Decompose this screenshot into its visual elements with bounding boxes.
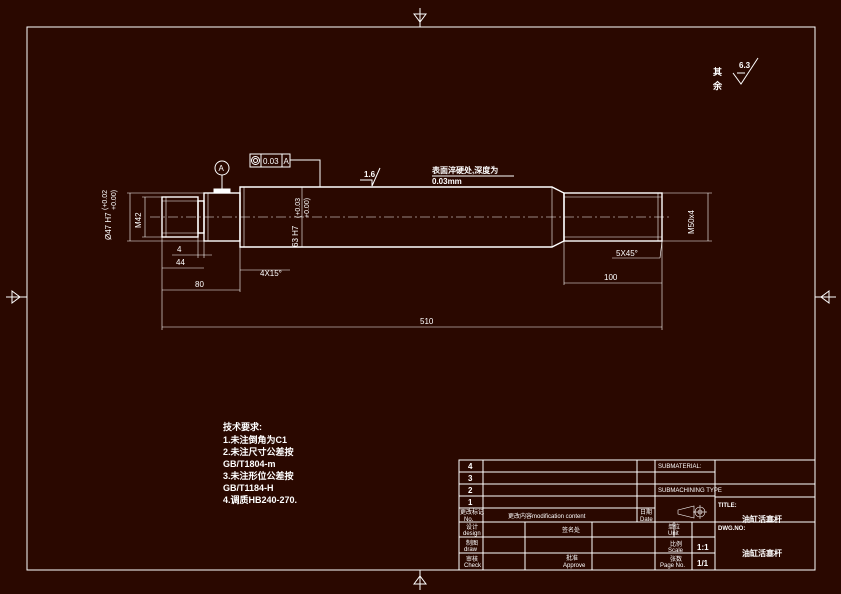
rev-label-en: No.: [464, 517, 474, 523]
rev-number: 1: [468, 498, 473, 507]
tech-req-item: GB/T1804-m: [223, 459, 276, 469]
geo-tolerance-datum: A: [284, 157, 290, 166]
rev-content: 更改内容modification content: [508, 512, 586, 520]
draw-en: draw: [464, 547, 478, 553]
rev-number: 4: [468, 462, 473, 471]
geo-tolerance-value: 0.03: [263, 157, 279, 166]
rev-number: 2: [468, 486, 473, 495]
sheet-en: Page No.: [660, 563, 685, 569]
dim-100-label: 100: [604, 273, 618, 282]
dim-80: 80: [162, 247, 241, 292]
thread-left-label: M42: [134, 212, 143, 228]
body-dia-lower: +0.00): [304, 198, 311, 218]
dim-80-label: 80: [195, 280, 204, 289]
signature: 签名处: [562, 526, 580, 534]
title-label: TITLE:: [718, 503, 737, 509]
check-en: Check: [464, 563, 482, 569]
scale-cn: 比例: [670, 540, 682, 548]
roughness-mark: 1.6: [360, 167, 381, 187]
dwg-value: 油缸活塞杆: [742, 548, 782, 558]
dim-left-diameter: Ø47 H7 (+0.02 +0.00): [102, 190, 204, 242]
tech-req-item: 2.未注尺寸公差按: [223, 446, 294, 457]
design-en: design: [463, 531, 481, 537]
chamfer-left-label: 4X15°: [260, 269, 282, 278]
dim-chamfer-left: 4X15°: [240, 269, 290, 278]
dim-4: 4: [172, 237, 212, 258]
datum-a: A: [213, 160, 231, 194]
body-dia-upper: (+0.03: [295, 198, 302, 218]
left-dia-label: Ø47 H7: [104, 212, 113, 240]
tech-req-item: 1.未注倒角为C1: [223, 434, 287, 445]
geo-tolerance-frame: 0.03 A: [249, 153, 321, 187]
sheet-value: 1/1: [697, 559, 709, 568]
dim-thread-right: M50x4: [662, 192, 712, 242]
dim-510-label: 510: [420, 317, 434, 326]
machining-label: SUBMACHINING TYPE: [658, 488, 722, 494]
design-cn: 设计: [466, 523, 478, 531]
surface-note-line1: 表面淬硬处,深度为: [431, 165, 498, 175]
dim-44: 44: [161, 237, 204, 292]
scale-value: 1:1: [697, 543, 709, 552]
dim-4-label: 4: [177, 245, 182, 254]
roughness-value: 1.6: [364, 170, 376, 179]
date-en: Date: [640, 517, 653, 523]
centering-marks: [6, 8, 836, 590]
concentricity-icon: [251, 156, 260, 165]
check-cn: 审核: [466, 555, 478, 563]
date-cn: 日期: [640, 508, 652, 516]
surface-note: 表面淬硬处,深度为 0.03mm: [431, 165, 514, 186]
surface-finish-general: 其 余 6.3: [712, 57, 759, 91]
sheet-cn: 张数: [670, 555, 682, 563]
chamfer-right-label: 5X45°: [616, 249, 638, 258]
draw-cn: 制图: [466, 539, 478, 547]
unit-cn: 单位: [668, 523, 680, 531]
tech-req-item: 4.调质HB240-270.: [223, 494, 297, 505]
datum-letter: A: [219, 164, 225, 173]
rev-number: 3: [468, 474, 473, 483]
dim-44-label: 44: [176, 258, 185, 267]
material-label: SUBMATERIAL:: [658, 464, 702, 470]
dwg-label: DWG.NO:: [718, 526, 745, 532]
drawing-border: [26, 26, 816, 571]
surface-note-line2: 0.03mm: [432, 177, 462, 186]
thread-right-label: M50x4: [687, 209, 696, 234]
dim-100: 100: [563, 241, 663, 330]
title-block: 4 3 2 1 更改标记 No. 更改内容modification conten…: [458, 459, 816, 571]
tech-req-item: GB/T1184-H: [223, 483, 274, 493]
dim-thread-left: M42: [134, 196, 162, 238]
surface-finish-label-2: 余: [712, 80, 723, 91]
scale-en: Scale: [668, 548, 684, 554]
unit-en: Unit: [668, 531, 679, 537]
tech-requirements: 技术要求: 1.未注倒角为C1 2.未注尺寸公差按 GB/T1804-m 3.未…: [223, 421, 297, 505]
dim-body-diameter: 63 H7 (+0.03 +0.00): [291, 187, 311, 247]
surface-finish-value: 6.3: [739, 61, 751, 70]
surface-finish-label-1: 其: [713, 66, 722, 77]
dim-chamfer-right: 5X45°: [612, 240, 663, 259]
title-value: 油缸活塞杆: [742, 514, 782, 524]
tech-req-item: 3.未注形位公差按: [223, 470, 294, 481]
dim-510: 510: [161, 292, 662, 330]
projection-icon: [677, 505, 707, 519]
approve-cn: 批准: [566, 554, 578, 562]
tech-req-title: 技术要求:: [223, 421, 262, 432]
left-dia-upper: (+0.02: [102, 190, 109, 210]
roughness-symbol-icon: [732, 57, 759, 85]
rev-label: 更改标记: [460, 508, 484, 516]
body-dia-label: 63 H7: [291, 225, 300, 247]
approve-en: Approve: [563, 563, 586, 569]
left-dia-lower: +0.00): [111, 190, 118, 210]
